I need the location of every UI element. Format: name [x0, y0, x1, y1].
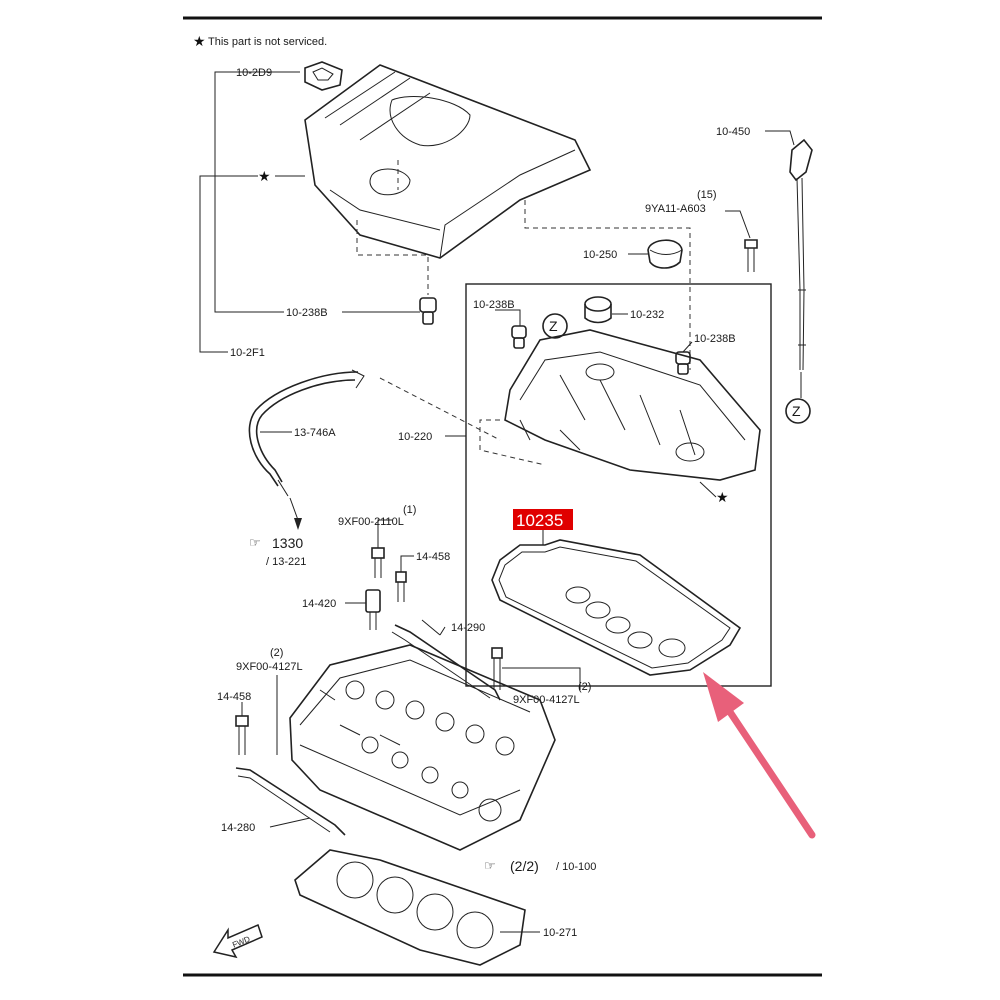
part-14-290	[391, 624, 501, 701]
part-14-458-a	[395, 571, 407, 602]
valve-cover-illustration	[379, 329, 761, 481]
see-page-icon: ☞	[249, 535, 261, 550]
view-z-label: Z	[549, 318, 558, 334]
highlight-part-badge[interactable]: 10235	[513, 509, 573, 530]
highlight-part-number: 10235	[516, 511, 563, 530]
legend-note-text: This part is not serviced.	[208, 36, 327, 48]
callout-10-238B-a: 10-238B	[473, 299, 515, 311]
callout-10-232: 10-232	[630, 309, 664, 321]
part-10-232	[584, 296, 612, 324]
part-10-250	[647, 239, 683, 269]
callout-9XF00-4127L-a: 9XF00-4127L	[513, 694, 580, 706]
cylinder-head-illustration	[289, 644, 556, 851]
callout-9XF00-2110L: 9XF00-2110L	[338, 516, 404, 528]
part-10-271-head-gasket	[294, 849, 540, 966]
part-9XF00-4127L-a	[491, 647, 503, 690]
callout-10-238B-top: 10-238B	[286, 307, 328, 319]
part-9YA11-A603	[744, 239, 758, 272]
callout-15: (15)	[697, 189, 717, 201]
callout-13-221: / 13-221	[266, 556, 306, 568]
part-14-458-b	[235, 715, 249, 755]
callout-14-458-b: 14-458	[217, 691, 251, 703]
callout-10-450: 10-450	[716, 126, 750, 138]
callout-10-250: 10-250	[583, 249, 617, 261]
valve-cover-group-box	[465, 283, 772, 687]
callout-10-238B-b: 10-238B	[694, 333, 736, 345]
callout-14-280: 14-280	[221, 822, 255, 834]
callout-10-100: / 10-100	[556, 861, 596, 873]
callout-14-290: 14-290	[451, 622, 485, 634]
part-10-238B-left	[511, 325, 527, 349]
part-13-746A	[248, 369, 365, 530]
part-10-2D9	[304, 61, 343, 91]
callout-1: (1)	[403, 504, 416, 516]
part-10235-gasket	[491, 539, 742, 676]
star-icon: ★	[258, 168, 271, 184]
callout-1330: 1330	[272, 535, 303, 551]
part-14-420	[365, 589, 381, 630]
part-10-238B-top	[419, 297, 437, 325]
see-page-icon: ☞	[484, 858, 496, 873]
highlight-arrow	[703, 672, 816, 839]
callout-14-420: 14-420	[302, 598, 336, 610]
callout-10-271: 10-271	[543, 927, 577, 939]
view-z-circle	[542, 313, 568, 339]
part-14-280	[235, 767, 346, 836]
callout-10-220: 10-220	[398, 431, 432, 443]
callout-9XF00-4127L-b: 9XF00-4127L	[236, 661, 303, 673]
highlight-badge-bg	[513, 509, 573, 530]
see-page-10-100: ☞ (2/2) / 10-100	[484, 858, 596, 874]
star-icon: ★	[193, 33, 206, 49]
callout-2-b: (2)	[270, 647, 283, 659]
part-10-450	[765, 130, 813, 398]
view-z-label-right: Z	[792, 403, 801, 419]
engine-cover-illustration	[304, 64, 691, 370]
callout-10-2D9: 10-2D9	[236, 67, 272, 79]
see-page-1330: ☞ 1330 / 13-221	[249, 535, 306, 568]
forward-arrow-icon: FWD	[212, 923, 263, 959]
callout-2-2: (2/2)	[510, 858, 539, 874]
callout-2-a: (2)	[578, 681, 591, 693]
callout-9YA11-A603: 9YA11-A603	[645, 203, 706, 215]
callout-14-458-a: 14-458	[416, 551, 450, 563]
view-z-circle-right	[785, 398, 811, 424]
callout-10-2F1: 10-2F1	[230, 347, 265, 359]
callout-13-746A: 13-746A	[294, 427, 336, 439]
part-9XF00-2110L	[371, 547, 385, 578]
legend-note: ★ This part is not serviced.	[193, 33, 327, 49]
star-icon: ★	[716, 489, 729, 505]
